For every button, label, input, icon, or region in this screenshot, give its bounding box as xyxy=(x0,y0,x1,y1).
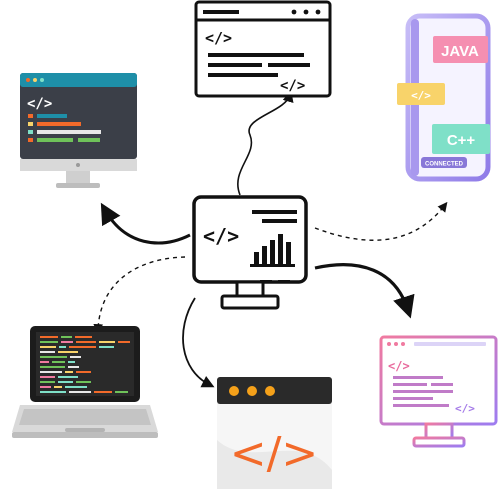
laptop-code-segment xyxy=(59,346,66,348)
laptop-code-segment xyxy=(40,371,62,373)
desktop-left: </> xyxy=(20,73,137,188)
dashed-arrow-to-laptop xyxy=(93,256,186,334)
arrow-to-top-window xyxy=(237,90,294,196)
laptop-code-segment xyxy=(58,381,73,383)
laptop-code-segment xyxy=(69,346,96,348)
laptop-code-segment xyxy=(76,381,91,383)
gradient-monitor-code-label-2: </> xyxy=(455,402,475,415)
laptop-code-segment xyxy=(76,371,91,373)
laptop-code-segment xyxy=(40,351,55,353)
laptop-code-segment xyxy=(61,336,72,338)
laptop-code-segment xyxy=(118,341,130,343)
arrow-to-gradient-monitor xyxy=(314,263,415,319)
laptop-code-segment xyxy=(76,341,96,343)
laptop-code-segment xyxy=(40,361,49,363)
laptop-code-segment xyxy=(40,386,51,388)
laptop-code-segment xyxy=(70,356,81,358)
cpp-tag-label: C++ xyxy=(447,132,476,149)
laptop-code-segment xyxy=(68,361,75,363)
laptop-code-segment xyxy=(40,366,65,368)
hub-monitor: </> xyxy=(192,195,308,310)
laptop-code-segment xyxy=(69,391,91,393)
top-window-code-label-2: </> xyxy=(280,78,305,94)
laptop-code-segment xyxy=(61,341,73,343)
laptop-code-segment xyxy=(58,376,78,378)
connected-label: CONNECTED xyxy=(425,162,464,168)
code-window-label: </> xyxy=(230,428,319,479)
mobile-device: JAVA </> C++ CONNECTED xyxy=(397,13,491,182)
top-code-window: </> </> xyxy=(194,0,332,98)
arrow-to-desktop-left xyxy=(100,202,191,245)
laptop-code-segment xyxy=(40,391,66,393)
laptop-code-segment xyxy=(58,351,78,353)
laptop-code-segment xyxy=(65,371,73,373)
laptop xyxy=(12,326,158,438)
laptop-code-segment xyxy=(65,386,87,388)
connected-badge: CONNECTED xyxy=(421,157,467,168)
desktop-left-code-lines xyxy=(28,114,101,142)
desktop-left-code-label: </> xyxy=(27,96,52,112)
connectors xyxy=(93,90,448,388)
laptop-code-segment xyxy=(40,376,55,378)
laptop-code-segment xyxy=(40,336,58,338)
gradient-monitor-code-label: </> xyxy=(388,359,410,373)
laptop-code-segment xyxy=(40,346,56,348)
arrow-to-code-window xyxy=(182,297,215,388)
laptop-code-segment xyxy=(40,341,58,343)
gradient-monitor-code-lines xyxy=(393,376,453,407)
laptop-code-segment xyxy=(52,361,65,363)
laptop-code-segment xyxy=(54,386,62,388)
laptop-code-segment xyxy=(115,391,128,393)
laptop-code-segment xyxy=(40,356,67,358)
laptop-code-lines xyxy=(40,336,130,393)
gradient-monitor: </> </> xyxy=(379,335,498,448)
hub-bar-chart-icon xyxy=(250,234,295,267)
laptop-code-segment xyxy=(99,346,114,348)
java-tag-label: JAVA xyxy=(441,43,479,60)
laptop-code-segment xyxy=(68,366,79,368)
cpp-tag: C++ xyxy=(432,124,490,154)
laptop-code-segment xyxy=(75,336,92,338)
code-tag-label: </> xyxy=(411,89,431,102)
code-window-orange: </> xyxy=(217,377,332,489)
dashed-arrow-to-mobile xyxy=(314,201,448,241)
code-tag: </> xyxy=(397,83,445,105)
top-window-code-label: </> xyxy=(205,29,232,47)
java-tag: JAVA xyxy=(433,36,488,63)
laptop-code-segment xyxy=(94,391,112,393)
laptop-code-segment xyxy=(99,341,115,343)
hub-code-label: </> xyxy=(203,224,239,248)
laptop-code-segment xyxy=(40,381,55,383)
